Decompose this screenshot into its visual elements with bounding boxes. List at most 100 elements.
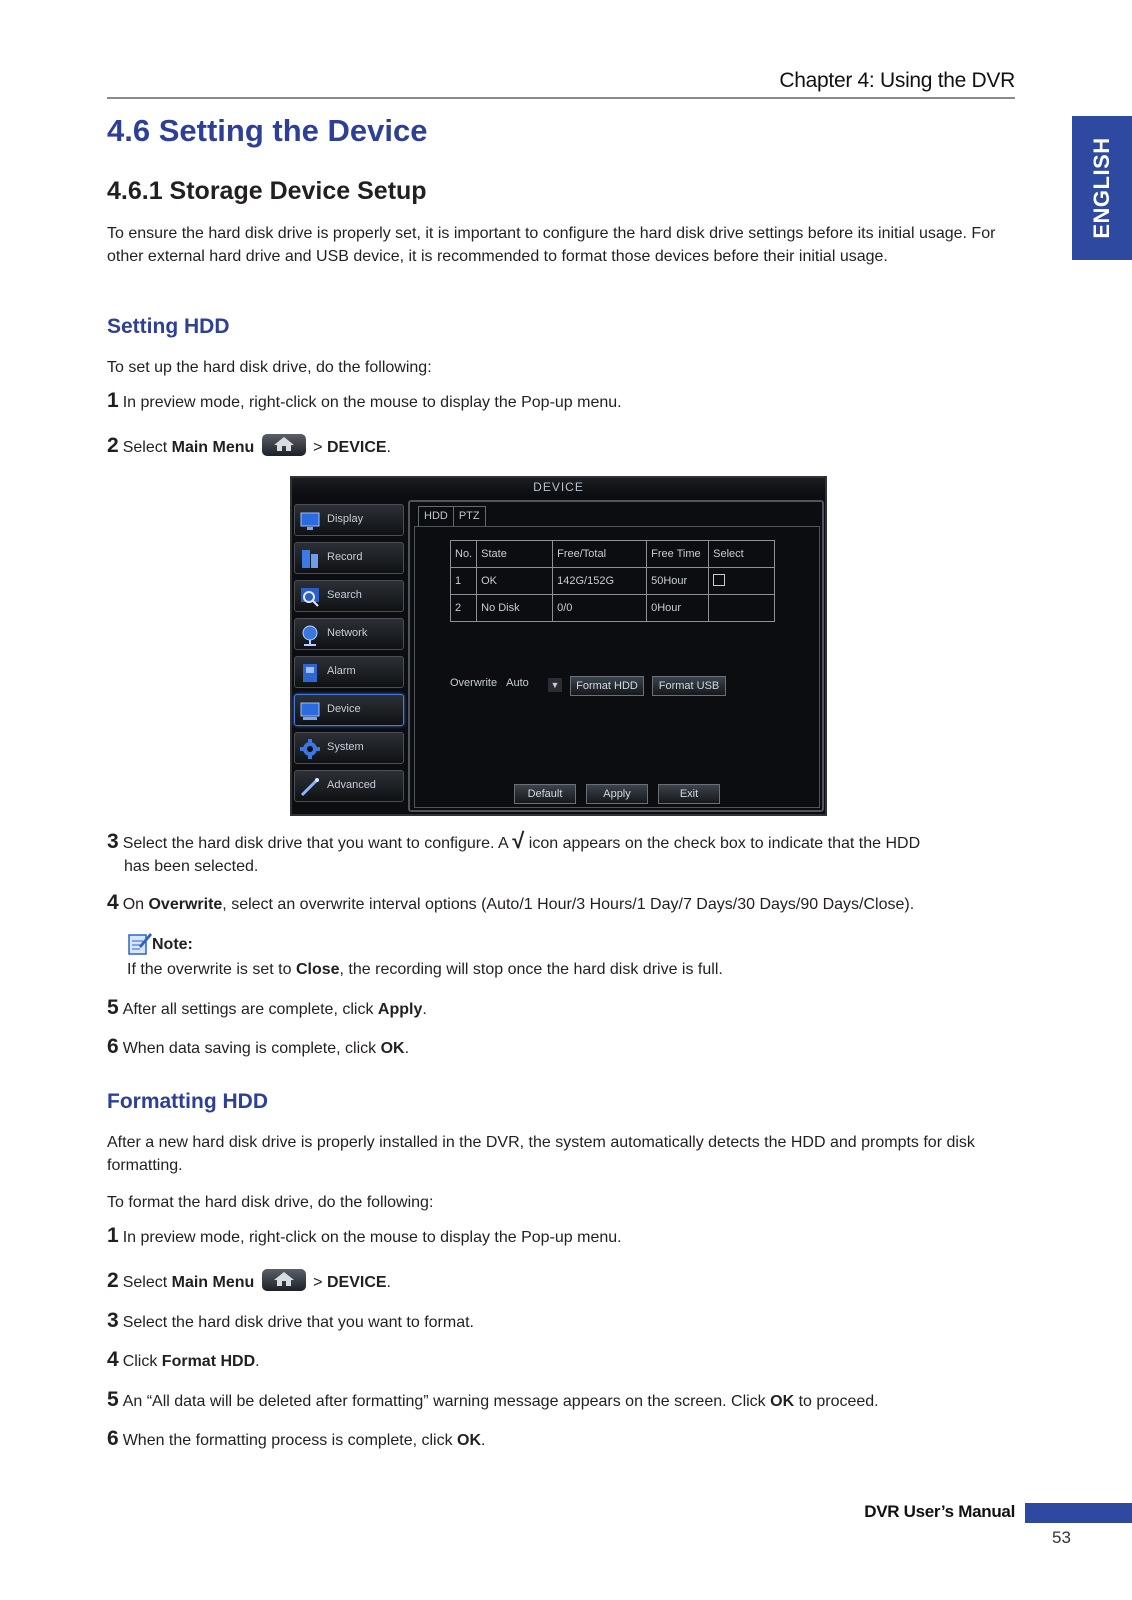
overwrite-row: Overwrite Auto bbox=[450, 677, 529, 689]
header-rule bbox=[107, 97, 1015, 99]
step-text: After all settings are complete, click bbox=[122, 1001, 378, 1018]
intro-paragraph: To ensure the hard disk drive is properl… bbox=[107, 225, 996, 265]
table-row[interactable]: 1 OK 142G/152G 50Hour bbox=[449, 567, 776, 595]
step-text: On bbox=[122, 896, 149, 913]
main-menu-label: Main Menu bbox=[171, 439, 255, 456]
overwrite-select[interactable]: Auto bbox=[506, 677, 529, 689]
table-cell: 142G/152G bbox=[552, 567, 648, 595]
step-text: . bbox=[386, 439, 391, 456]
step-text: In preview mode, right-click on the mous… bbox=[122, 1229, 622, 1246]
col-header: Free/Total bbox=[552, 540, 648, 568]
note-text: If the overwrite is set to Close, the re… bbox=[127, 958, 723, 981]
dvr-menu-system[interactable]: System bbox=[294, 732, 404, 764]
step-number: 5 bbox=[107, 996, 119, 1019]
check-mark-icon: √ bbox=[512, 828, 525, 853]
step-text: icon appears on the check box to indicat… bbox=[524, 835, 921, 852]
tab-ptz[interactable]: PTZ bbox=[452, 506, 486, 526]
table-cell: 50Hour bbox=[646, 567, 710, 595]
table-cell: 1 bbox=[449, 567, 478, 595]
table-cell: OK bbox=[476, 567, 554, 595]
step-text: , select an overwrite interval options (… bbox=[222, 896, 915, 913]
device-label: DEVICE bbox=[326, 439, 387, 456]
step-text: to proceed. bbox=[794, 1393, 879, 1410]
note-text-part: , the recording will stop once the hard … bbox=[339, 961, 723, 978]
table-cell bbox=[708, 594, 776, 622]
menu-label: Advanced bbox=[327, 779, 376, 791]
step-number: 3 bbox=[107, 830, 119, 853]
footer-bar bbox=[1025, 1503, 1132, 1523]
dvr-menu-advanced[interactable]: Advanced bbox=[294, 770, 404, 802]
wand-icon bbox=[300, 778, 319, 797]
film-icon bbox=[302, 550, 318, 568]
note-text-part: If the overwrite is set to bbox=[127, 961, 296, 978]
default-button[interactable]: Default bbox=[514, 784, 576, 804]
step-number: 5 bbox=[107, 1388, 119, 1411]
dvr-screen-title: DEVICE bbox=[292, 478, 825, 496]
device-icon bbox=[300, 702, 320, 720]
setting-hdd-lead: To set up the hard disk drive, do the fo… bbox=[107, 359, 432, 376]
step-text: When the formatting process is complete,… bbox=[122, 1432, 458, 1449]
menu-label: Search bbox=[327, 589, 362, 601]
step-text: Select the hard disk drive that you want… bbox=[122, 1314, 474, 1331]
step-number: 4 bbox=[107, 891, 119, 914]
format-usb-button[interactable]: Format USB bbox=[652, 676, 726, 696]
alarm-icon bbox=[303, 664, 317, 682]
col-header: Select bbox=[708, 540, 776, 568]
table-row[interactable]: 2 No Disk 0/0 0Hour bbox=[449, 594, 776, 622]
dvr-device-screen: DEVICE Display Record Search Network Ala… bbox=[290, 476, 827, 816]
col-header: Free Time bbox=[646, 540, 710, 568]
exit-button[interactable]: Exit bbox=[658, 784, 720, 804]
step-text: Select bbox=[122, 1274, 172, 1291]
apply-term: Apply bbox=[377, 1001, 423, 1018]
home-icon bbox=[261, 1269, 306, 1291]
page-number: 53 bbox=[1052, 1528, 1071, 1547]
menu-label: Device bbox=[327, 703, 361, 715]
format-hdd-button[interactable]: Format HDD bbox=[570, 676, 644, 696]
dvr-tab-content bbox=[414, 526, 820, 808]
step-text: Select the hard disk drive that you want… bbox=[122, 835, 513, 852]
dvr-menu-alarm[interactable]: Alarm bbox=[294, 656, 404, 688]
step-text: Click bbox=[122, 1353, 162, 1370]
dvr-menu-network[interactable]: Network bbox=[294, 618, 404, 650]
gear-icon bbox=[300, 739, 320, 759]
chapter-header: Chapter 4: Using the DVR bbox=[779, 69, 1015, 92]
overwrite-label: Overwrite bbox=[450, 677, 498, 689]
step-number: 1 bbox=[107, 1224, 119, 1247]
subsection-title: 4.6.1 Storage Device Setup bbox=[107, 177, 427, 205]
menu-label: Alarm bbox=[327, 665, 356, 677]
select-checkbox[interactable] bbox=[713, 573, 726, 586]
table-cell: No Disk bbox=[476, 594, 554, 622]
dvr-menu-display[interactable]: Display bbox=[294, 504, 404, 536]
step-number: 1 bbox=[107, 389, 119, 412]
language-tab: ENGLISH bbox=[1072, 116, 1132, 260]
chevron-down-icon[interactable]: ▼ bbox=[548, 678, 562, 692]
menu-label: Display bbox=[327, 513, 364, 525]
tab-hdd[interactable]: HDD bbox=[418, 506, 454, 526]
apply-button[interactable]: Apply bbox=[586, 784, 648, 804]
dvr-menu-search[interactable]: Search bbox=[294, 580, 404, 612]
select-cell bbox=[708, 567, 776, 595]
dvr-menu-record[interactable]: Record bbox=[294, 542, 404, 574]
menu-label: System bbox=[327, 741, 364, 753]
home-icon bbox=[261, 434, 306, 456]
step-text: . bbox=[404, 1040, 410, 1057]
format-hdd-term: Format HDD bbox=[161, 1353, 256, 1370]
note-icon bbox=[128, 933, 152, 955]
step-number: 4 bbox=[107, 1348, 119, 1371]
dvr-menu-device[interactable]: Device bbox=[294, 694, 404, 726]
step-number: 6 bbox=[107, 1427, 119, 1450]
step-text-continued: has been selected. bbox=[124, 858, 259, 875]
setting-hdd-heading: Setting HDD bbox=[107, 315, 230, 338]
section-title: 4.6 Setting the Device bbox=[107, 113, 428, 148]
step-text: > bbox=[308, 1274, 327, 1291]
step-text: . bbox=[481, 1432, 486, 1449]
ok-term: OK bbox=[770, 1393, 795, 1410]
main-menu-label: Main Menu bbox=[171, 1274, 255, 1291]
